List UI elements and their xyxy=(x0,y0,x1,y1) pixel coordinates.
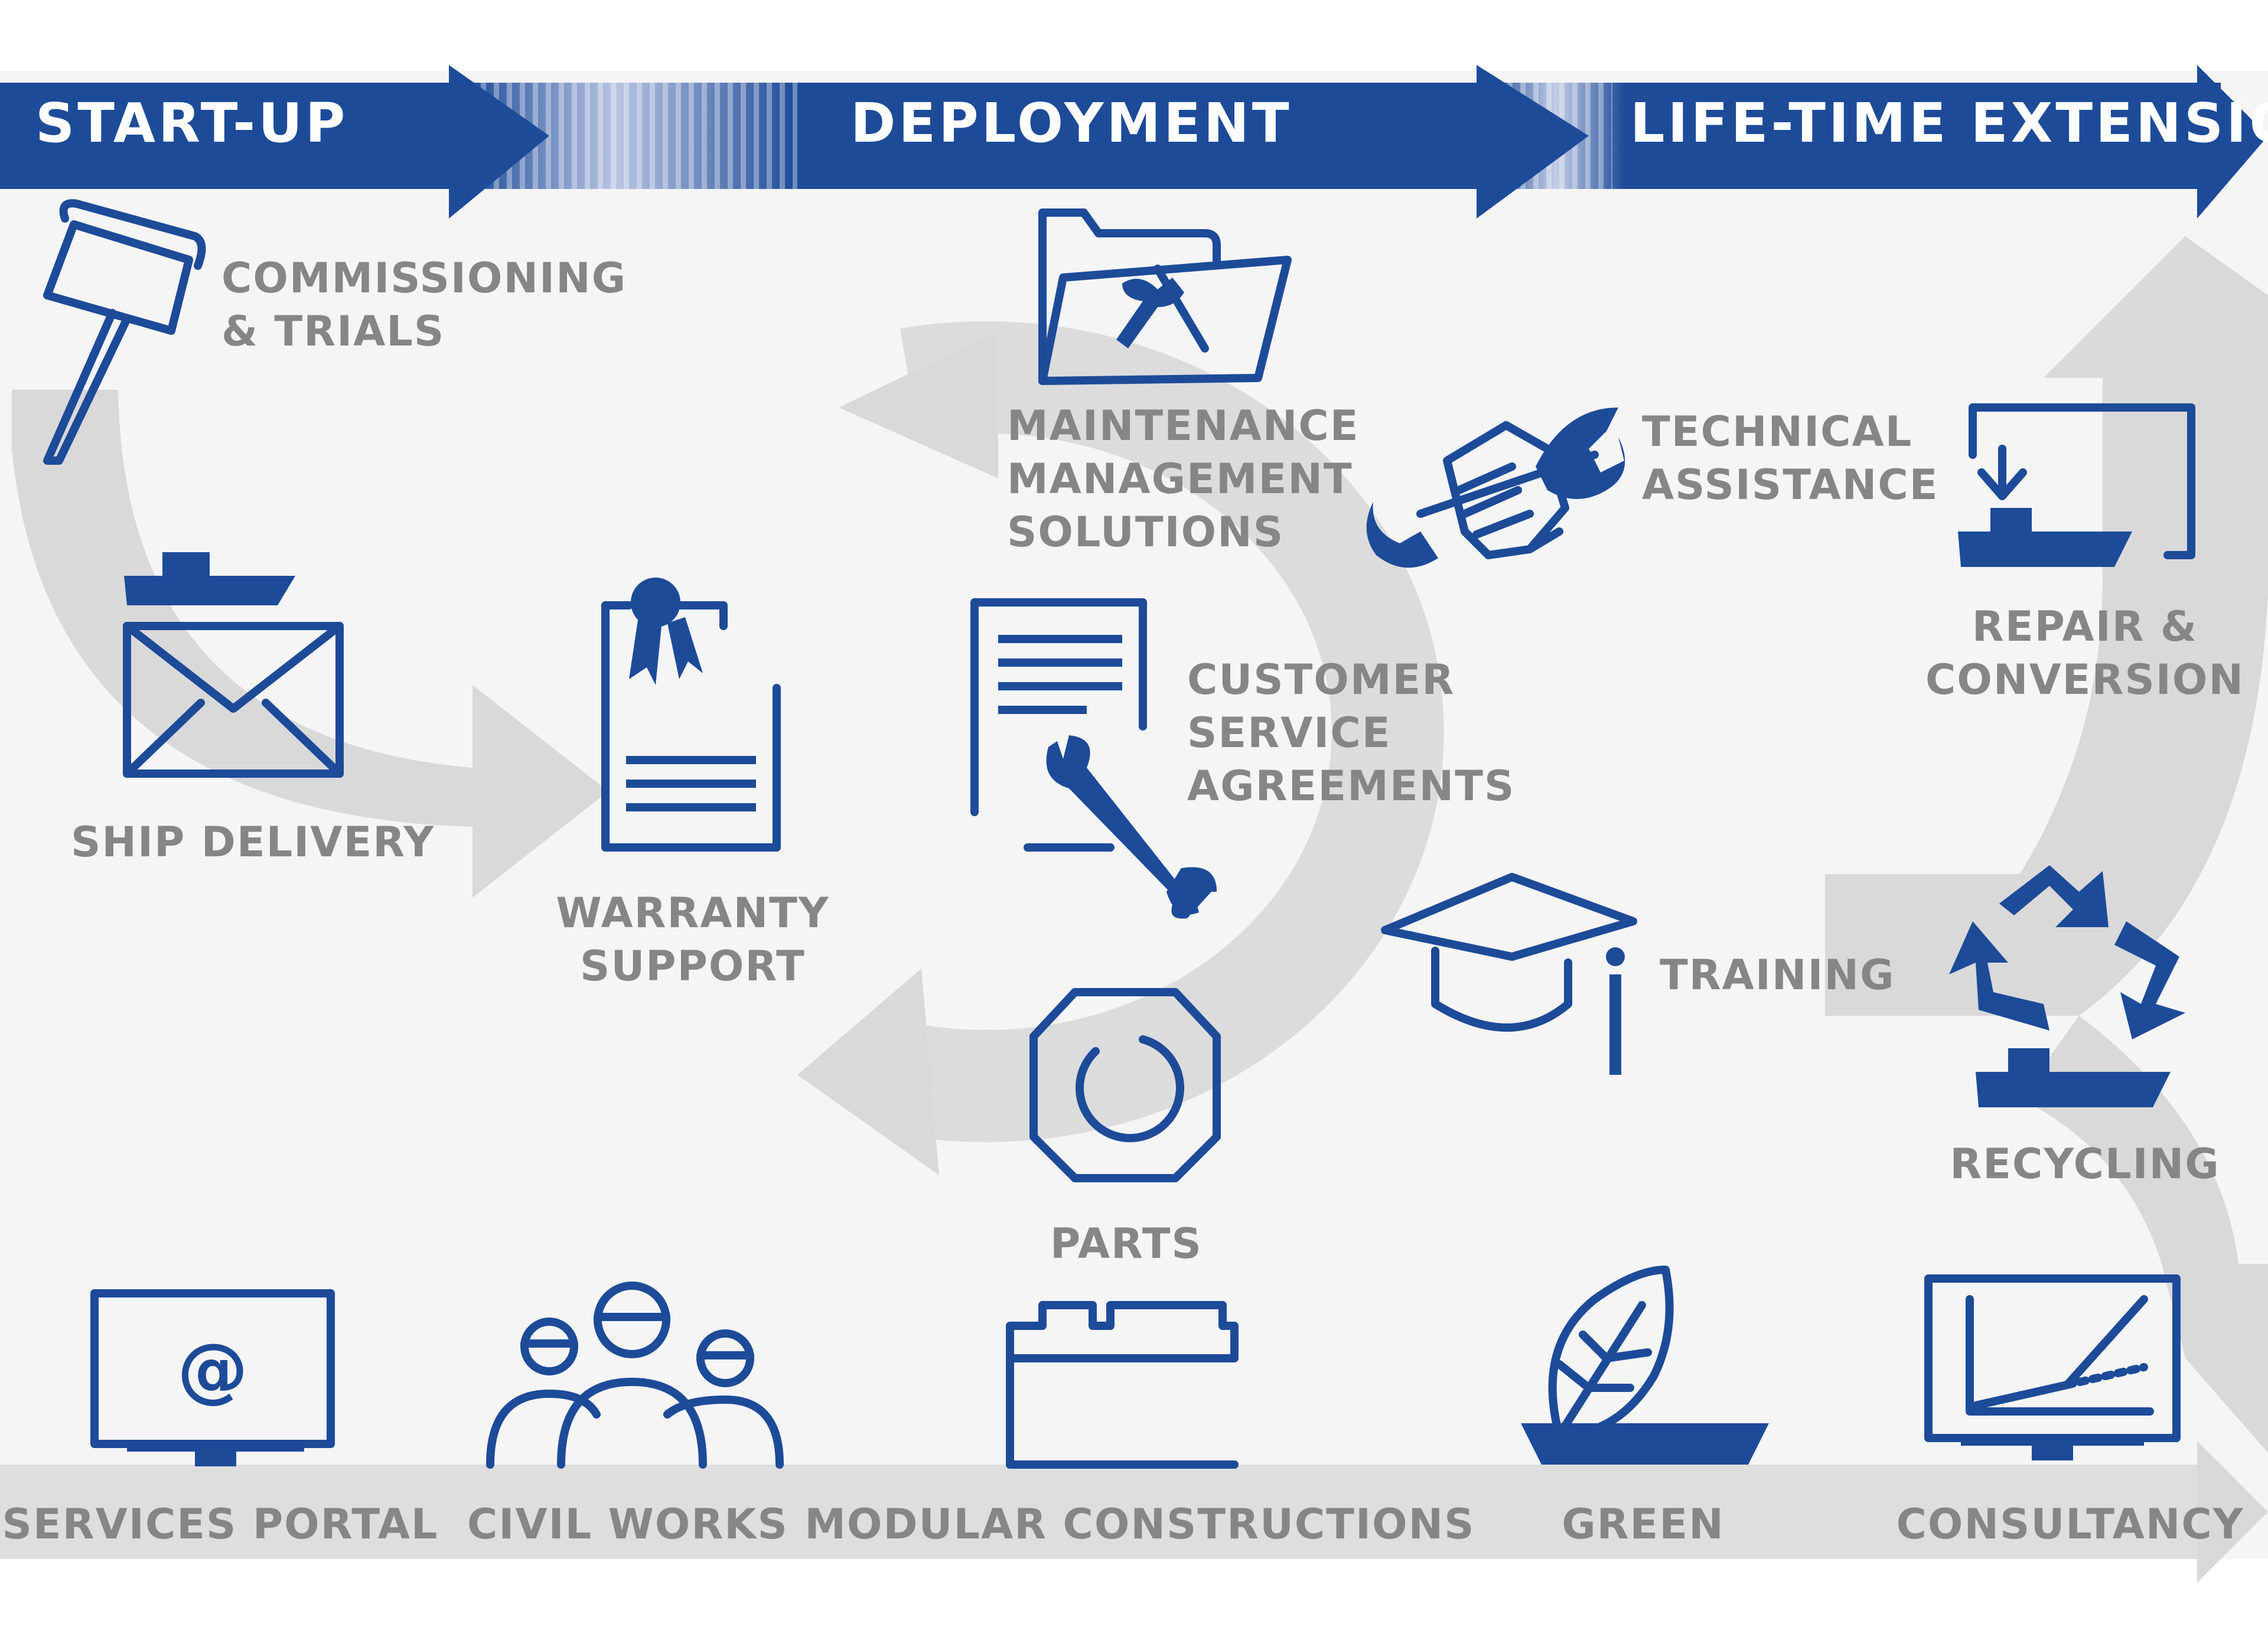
recycling-label: RECYCLING xyxy=(1950,1140,2220,1188)
ship-repair-icon xyxy=(1958,403,2195,567)
warranty-label-line1: WARRANTY xyxy=(556,889,829,937)
phase-banner: START-UP DEPLOYMENT LIFE-TIME EXTENSION xyxy=(0,65,2268,219)
bottom-band-arrowhead xyxy=(2197,1441,2268,1583)
commissioning-trials: COMMISSIONING & TRIALS xyxy=(43,199,627,465)
customer-service-label-line3: AGREEMENTS xyxy=(1187,762,1515,810)
modular-constructions-label: MODULAR CONSTRUCTIONS xyxy=(804,1500,1475,1548)
modular-blocks-icon xyxy=(1006,1301,1239,1469)
customer-service-label-line2: SERVICE xyxy=(1187,709,1392,757)
phase-bar xyxy=(0,83,2221,189)
ship-envelope-icon xyxy=(123,552,344,778)
flow-arrows xyxy=(0,236,2268,1583)
monitor-chart-icon xyxy=(1924,1274,2181,1460)
flow-ring xyxy=(874,321,1444,1142)
svg-text:@: @ xyxy=(177,1329,248,1411)
gavel-icon xyxy=(43,199,206,465)
workers-icon xyxy=(486,1282,784,1469)
phase-arrowhead-1 xyxy=(449,65,549,219)
services-portal-label: SERVICES PORTAL xyxy=(2,1500,439,1548)
maintenance-label-line3: SOLUTIONS xyxy=(1007,508,1284,556)
repair-label-line2: CONVERSION xyxy=(1925,656,2244,704)
maintenance-label-line2: MANAGEMENT xyxy=(1007,455,1353,503)
flow-arrow-extension-bottom xyxy=(2020,1016,2268,1453)
warranty-support: WARRANTY SUPPORT xyxy=(556,578,829,990)
green-label: GREEN xyxy=(1562,1500,1725,1548)
nut-icon xyxy=(1029,988,1221,1182)
graduation-cap-icon xyxy=(1381,873,1637,1075)
green: GREEN xyxy=(1521,1266,1769,1548)
bottom-band xyxy=(0,1465,2221,1559)
services-portal: @ SERVICES PORTAL xyxy=(2,1289,439,1548)
commissioning-label-line2: & TRIALS xyxy=(221,307,445,356)
bottom-services: @ SERVICES PORTAL CIVIL WORKS xyxy=(2,1266,2244,1548)
parts-label: PARTS xyxy=(1050,1220,1203,1268)
phase-deployment: DEPLOYMENT xyxy=(850,92,1292,155)
parts: PARTS xyxy=(1029,988,1221,1268)
recycle-ship-icon xyxy=(1949,865,2185,1107)
phase-lifetime-extension: LIFE-TIME EXTENSION xyxy=(1630,92,2268,155)
phase-arrowhead-3 xyxy=(2197,65,2268,219)
ship-delivery-label: SHIP DELIVERY xyxy=(71,818,435,866)
phase-arrowhead-2 xyxy=(1477,65,1589,219)
tools-folder-icon xyxy=(1038,208,1292,385)
ship-delivery: SHIP DELIVERY xyxy=(71,552,435,866)
customer-service-agreements: CUSTOMER SERVICE AGREEMENTS xyxy=(970,598,1515,919)
consultancy-label: CONSULTANCY xyxy=(1896,1500,2244,1548)
repair-conversion: REPAIR & CONVERSION xyxy=(1925,403,2244,704)
flow-ring-head-top xyxy=(839,331,998,478)
maintenance-label-line1: MAINTENANCE xyxy=(1007,402,1360,450)
technical-assistance: TECHNICAL ASSISTANCE xyxy=(1366,407,1939,568)
customer-service-label-line1: CUSTOMER xyxy=(1187,656,1455,704)
training: TRAINING xyxy=(1381,873,1895,1075)
commissioning-label-line1: COMMISSIONING xyxy=(221,254,627,302)
flow-ring-head-bottom xyxy=(797,969,939,1175)
warranty-label-line2: SUPPORT xyxy=(580,942,806,990)
certificate-icon xyxy=(601,578,781,852)
leaf-ship-icon xyxy=(1521,1266,1769,1465)
consultancy: CONSULTANCY xyxy=(1896,1274,2244,1548)
hand-wrench-icon xyxy=(1366,407,1625,568)
phase-startup: START-UP xyxy=(35,92,348,155)
technical-label-line2: ASSISTANCE xyxy=(1642,461,1939,509)
recycling: RECYCLING xyxy=(1949,865,2220,1188)
civil-works: CIVIL WORKS xyxy=(467,1282,788,1548)
civil-works-label: CIVIL WORKS xyxy=(467,1500,788,1548)
document-wrench-icon xyxy=(970,598,1217,919)
monitor-at-icon: @ xyxy=(90,1289,335,1466)
flow-arrow-extension-top xyxy=(1825,236,2268,1016)
modular-constructions: MODULAR CONSTRUCTIONS xyxy=(804,1301,1475,1548)
training-label: TRAINING xyxy=(1660,951,1895,999)
repair-label-line1: REPAIR & xyxy=(1972,602,2198,651)
maintenance-management: MAINTENANCE MANAGEMENT SOLUTIONS xyxy=(1007,208,1360,556)
flow-arrow-startup xyxy=(12,390,608,898)
technical-label-line1: TECHNICAL xyxy=(1642,407,1912,456)
